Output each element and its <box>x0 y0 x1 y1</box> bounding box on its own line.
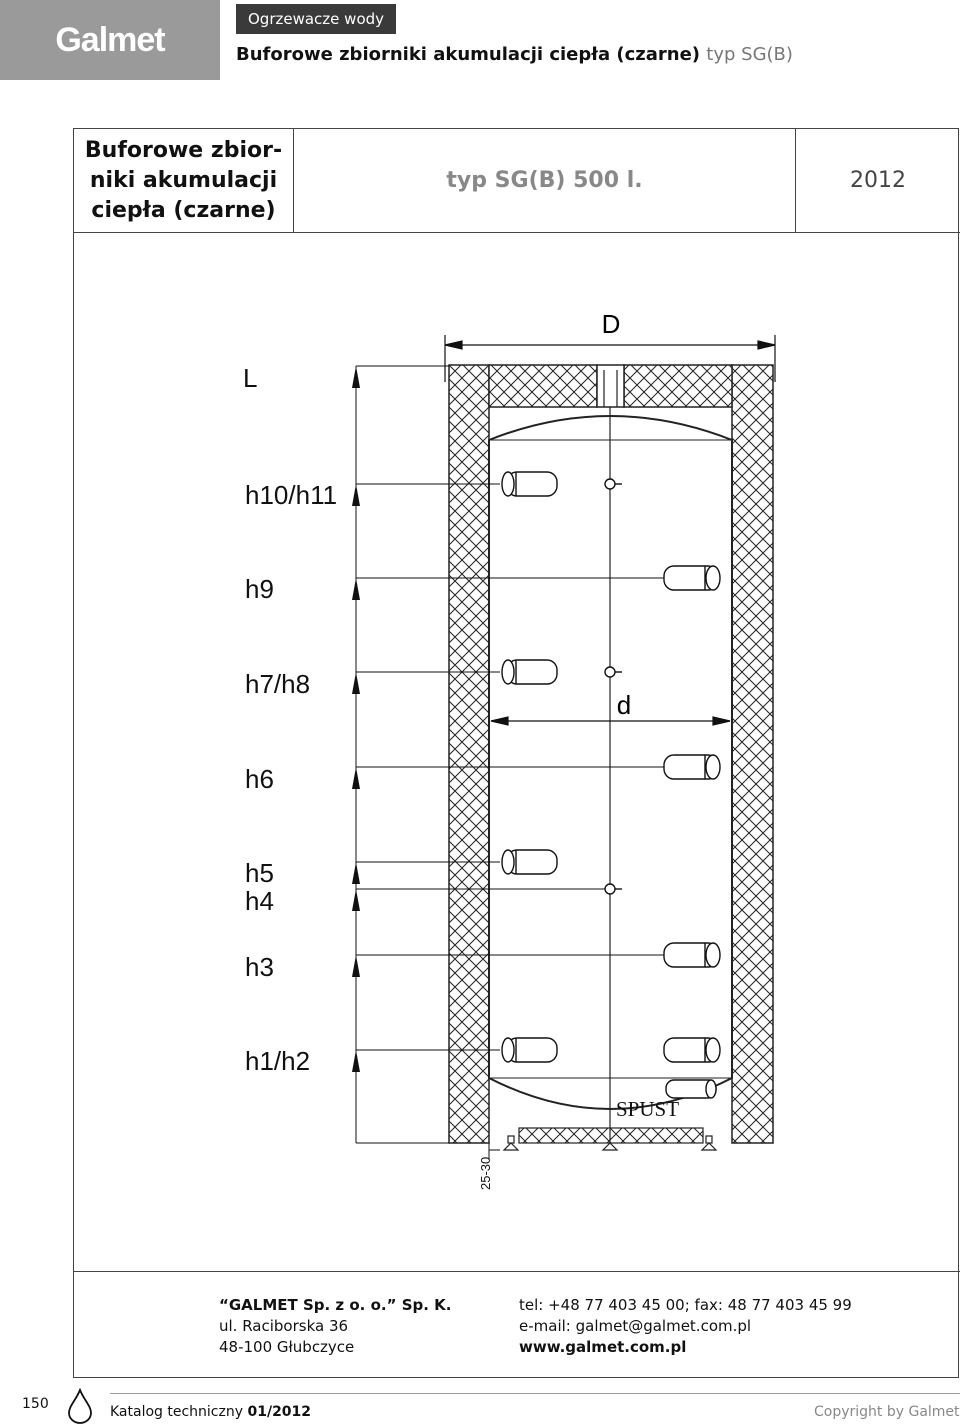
company-info: “GALMET Sp. z o. o.” Sp. K. ul. Racibors… <box>219 1295 451 1358</box>
company-name: “GALMET Sp. z o. o.” Sp. K. <box>219 1296 452 1314</box>
page-title-main: Buforowe zbiorniki akumulacji ciepła (cz… <box>236 44 701 65</box>
insulation-jacket <box>448 364 774 1144</box>
company-city: 48-100 Głubczyce <box>219 1338 355 1356</box>
label-h3: h3 <box>245 952 274 982</box>
left-nozzles <box>501 471 558 1063</box>
page-title-typ: typ SG(B) <box>706 44 793 65</box>
technical-sheet: Buforowe zbior- niki akumulacji ciepła (… <box>73 128 960 1378</box>
label-L: L <box>243 363 257 393</box>
label-D: D <box>602 309 621 339</box>
label-h6: h6 <box>245 764 274 794</box>
label-h7-h8: h7/h8 <box>245 669 310 699</box>
contact-info: tel: +48 77 403 45 00; fax: 48 77 403 45… <box>519 1295 852 1358</box>
catalog-prefix: Katalog techniczny <box>110 1404 248 1420</box>
label-h9: h9 <box>245 574 274 604</box>
header-line-1: Buforowe zbior- <box>84 137 283 163</box>
label-h1-h2: h1/h2 <box>245 1046 310 1076</box>
label-d: d <box>617 690 631 720</box>
catalog-label: Katalog techniczny 01/2012 <box>110 1404 311 1420</box>
page-title: Buforowe zbiorniki akumulacji ciepła (cz… <box>236 44 793 65</box>
height-arrows <box>352 366 360 1072</box>
galmet-logo: Galmet <box>55 20 165 59</box>
header-model: typ SG(B) 500 l. <box>294 129 796 233</box>
copyright: Copyright by Galmet <box>814 1404 960 1420</box>
category-label: Ogrzewacze wody <box>236 4 397 34</box>
water-drop-icon <box>68 1388 92 1424</box>
footer-divider <box>74 1271 960 1272</box>
contact-phone: tel: +48 77 403 45 00; fax: 48 77 403 45… <box>519 1296 852 1314</box>
bottom-rule <box>110 1393 960 1394</box>
company-street: ul. Raciborska 36 <box>219 1317 349 1335</box>
label-h4: h4 <box>245 886 274 916</box>
dimension-d <box>490 716 731 726</box>
page-number: 150 <box>22 1396 49 1412</box>
label-h10-h11: h10/h11 <box>245 480 337 510</box>
dimension-D <box>444 335 776 382</box>
header-line-3: ciepła (czarne) <box>91 197 276 223</box>
sensor-points <box>604 478 622 895</box>
logo-box: Galmet <box>0 0 220 80</box>
label-spust: SPUST <box>616 1097 679 1121</box>
right-nozzles <box>663 565 721 1099</box>
header-product-name: Buforowe zbior- niki akumulacji ciepła (… <box>74 129 294 233</box>
contact-email[interactable]: e-mail: galmet@galmet.com.pl <box>519 1317 752 1335</box>
header-line-2: niki akumulacji <box>89 167 278 193</box>
contact-www[interactable]: www.galmet.com.pl <box>519 1338 687 1356</box>
label-gap: 25-30 <box>478 1157 493 1190</box>
tank-feet <box>502 1135 718 1151</box>
catalog-issue: 01/2012 <box>247 1404 312 1420</box>
header-year: 2012 <box>796 129 960 233</box>
label-h5: h5 <box>245 858 274 888</box>
